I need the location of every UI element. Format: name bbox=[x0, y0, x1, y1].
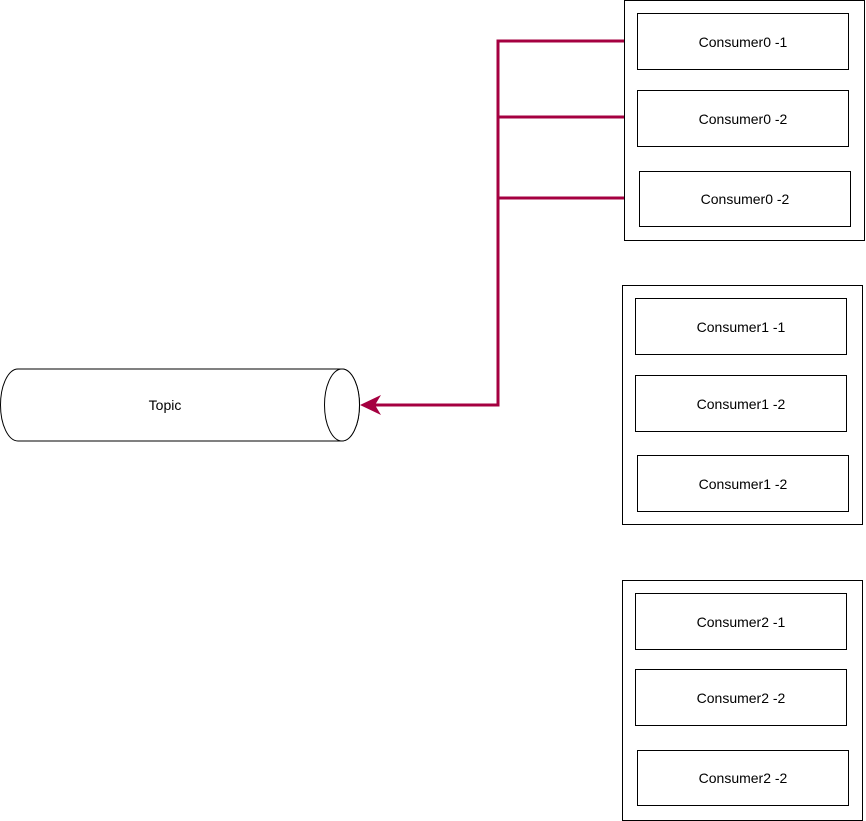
consumer-group-1[interactable]: Consumer1 -1 Consumer1 -2 Consumer1 -2 bbox=[622, 285, 863, 525]
topic-cylinder-cap bbox=[324, 368, 360, 442]
connector-consumer0-1 bbox=[372, 39, 637, 407]
consumer-box[interactable]: Consumer0 -2 bbox=[637, 90, 849, 147]
consumer-box[interactable]: Consumer0 -2 bbox=[639, 171, 851, 227]
consumer-box[interactable]: Consumer0 -1 bbox=[637, 13, 849, 70]
consumer-box[interactable]: Consumer2 -1 bbox=[635, 593, 847, 650]
consumer-box[interactable]: Consumer1 -2 bbox=[635, 375, 847, 432]
connectors bbox=[360, 39, 638, 415]
consumer-group-2[interactable]: Consumer2 -1 Consumer2 -2 Consumer2 -2 bbox=[622, 580, 863, 821]
topic-cylinder bbox=[0, 368, 360, 442]
consumer-group-0[interactable]: Consumer0 -1 Consumer0 -2 Consumer0 -2 bbox=[624, 0, 865, 241]
topic-label: Topic bbox=[148, 397, 182, 413]
arrowhead-icon bbox=[360, 395, 381, 415]
consumer-box[interactable]: Consumer2 -2 bbox=[635, 669, 847, 726]
consumer-box[interactable]: Consumer1 -2 bbox=[637, 455, 849, 512]
consumer-box[interactable]: Consumer1 -1 bbox=[635, 298, 847, 355]
consumer-box[interactable]: Consumer2 -2 bbox=[637, 750, 849, 806]
